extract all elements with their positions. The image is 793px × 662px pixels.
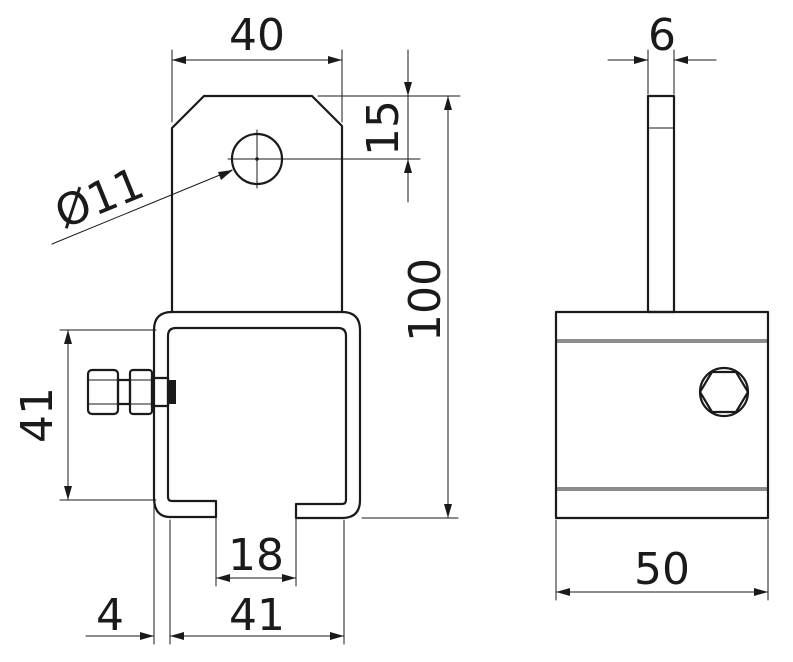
dim-channel-width: 41: [169, 519, 345, 645]
dim-overall-height-label: 100: [400, 258, 451, 342]
bolt: [86, 368, 176, 416]
bolt-tip: [168, 380, 176, 404]
tab-plate: [170, 94, 344, 314]
dim-top-offset: 15: [285, 49, 461, 203]
channel-side: [554, 310, 770, 520]
dim-side-width-label: 50: [634, 544, 690, 595]
dim-plate-thickness: 4: [85, 499, 197, 645]
dim-side-width: 50: [555, 519, 769, 601]
bolt-head: [86, 368, 120, 416]
dim-slot-width-label: 18: [228, 530, 284, 581]
dim-thickness-label: 6: [648, 10, 676, 61]
dim-channel-height-label: 41: [12, 387, 63, 443]
dim-top-offset-label: 15: [358, 100, 409, 156]
dim-hole-diameter-label: Ø11: [48, 158, 151, 239]
dim-channel-width-label: 41: [229, 590, 285, 641]
bolt-nut: [128, 368, 154, 416]
bolt-shank: [116, 378, 132, 406]
channel-outer: [152, 310, 362, 520]
hex-nut-washer: [698, 366, 750, 418]
dim-thickness: 6: [607, 10, 717, 95]
dim-slot-width: 18: [215, 517, 297, 587]
dim-top-width-label: 40: [229, 10, 285, 61]
hex-nut-icon: [698, 370, 750, 414]
dim-hole-diameter: Ø11: [48, 158, 233, 245]
dim-top-width: 40: [171, 10, 343, 123]
dim-plate-thickness-label: 4: [96, 590, 124, 641]
side-view: 6 50: [554, 10, 770, 601]
hole-center: [255, 157, 259, 161]
front-view: 40 15 100 Ø11: [12, 10, 461, 645]
dim-overall-height: 100: [361, 95, 459, 519]
dim-channel-height: 41: [12, 329, 157, 501]
